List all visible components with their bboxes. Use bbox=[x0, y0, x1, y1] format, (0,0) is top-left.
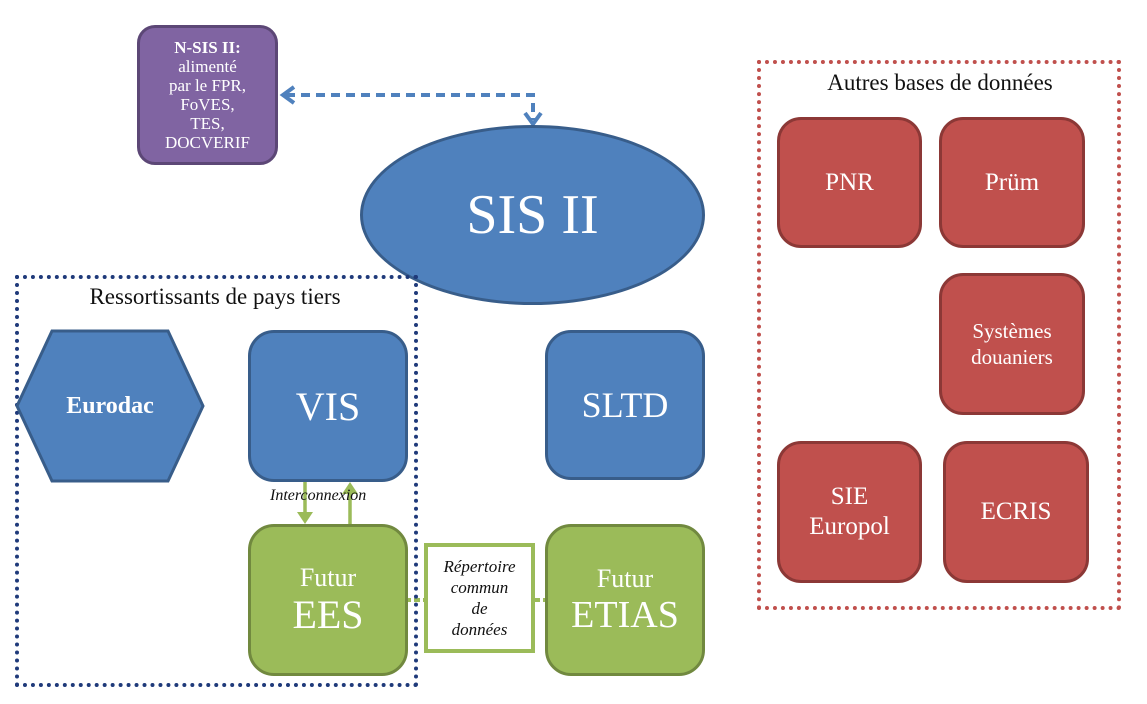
nsis-sis-link bbox=[286, 93, 535, 120]
other-db-group bbox=[757, 60, 1121, 610]
ecris-label: ECRIS bbox=[980, 498, 1052, 525]
etias-line1: Futur bbox=[596, 564, 654, 593]
arrow-down-head bbox=[523, 111, 543, 128]
sis-ii-label: SIS II bbox=[466, 184, 599, 246]
common-repository[interactable]: Répertoire commun de données bbox=[424, 543, 535, 653]
nsis-line: FoVES, bbox=[180, 95, 235, 114]
prum-label: Prüm bbox=[984, 168, 1040, 196]
customs-line1: Systèmes bbox=[972, 319, 1052, 343]
nsis-title: N-SIS II: bbox=[174, 38, 241, 57]
vis-node[interactable]: VIS bbox=[248, 330, 408, 482]
nsis-line: DOCVERIF bbox=[164, 133, 250, 152]
nsis-line: par le FPR, bbox=[169, 76, 246, 95]
sie-europol-node[interactable]: SIE Europol bbox=[777, 441, 922, 583]
ees-node[interactable]: Futur EES bbox=[248, 524, 408, 676]
vis-label: VIS bbox=[295, 383, 361, 429]
other-db-group-title: Autres bases de données bbox=[827, 70, 1053, 95]
sie-line1: SIE bbox=[830, 483, 869, 510]
sie-line2: Europol bbox=[809, 513, 890, 540]
ees-line2: EES bbox=[292, 592, 364, 637]
pnr-label: PNR bbox=[825, 168, 874, 196]
interconnexion-label: Interconnexion bbox=[270, 487, 367, 504]
nsis-line: alimenté bbox=[178, 57, 237, 76]
repo-line: Répertoire bbox=[443, 557, 516, 576]
nsis-line: TES, bbox=[190, 114, 225, 133]
sltd-label: SLTD bbox=[581, 385, 669, 425]
repo-line: commun bbox=[450, 578, 509, 597]
eurodac-node[interactable]: Eurodac bbox=[17, 331, 203, 481]
customs-line2: douaniers bbox=[971, 345, 1053, 369]
ecris-node[interactable]: ECRIS bbox=[943, 441, 1089, 583]
eurodac-label: Eurodac bbox=[66, 392, 154, 419]
etias-node[interactable]: Futur ETIAS bbox=[545, 524, 705, 676]
up-arrow-head bbox=[342, 482, 358, 494]
ees-line1: Futur bbox=[299, 563, 357, 592]
repo-line: de bbox=[471, 599, 488, 618]
pnr-node[interactable]: PNR bbox=[777, 117, 922, 248]
etias-line2: ETIAS bbox=[571, 594, 679, 636]
nsis-box[interactable]: N-SIS II: alimenté par le FPR, FoVES, TE… bbox=[137, 25, 278, 165]
repo-line: données bbox=[451, 620, 508, 639]
sltd-node[interactable]: SLTD bbox=[545, 330, 705, 480]
tcn-group-title: Ressortissants de pays tiers bbox=[89, 284, 341, 309]
down-arrow-head bbox=[297, 512, 313, 524]
arrow-left-head bbox=[279, 85, 296, 105]
customs-systems-node[interactable]: Systèmes douaniers bbox=[939, 273, 1085, 415]
prum-node[interactable]: Prüm bbox=[939, 117, 1085, 248]
